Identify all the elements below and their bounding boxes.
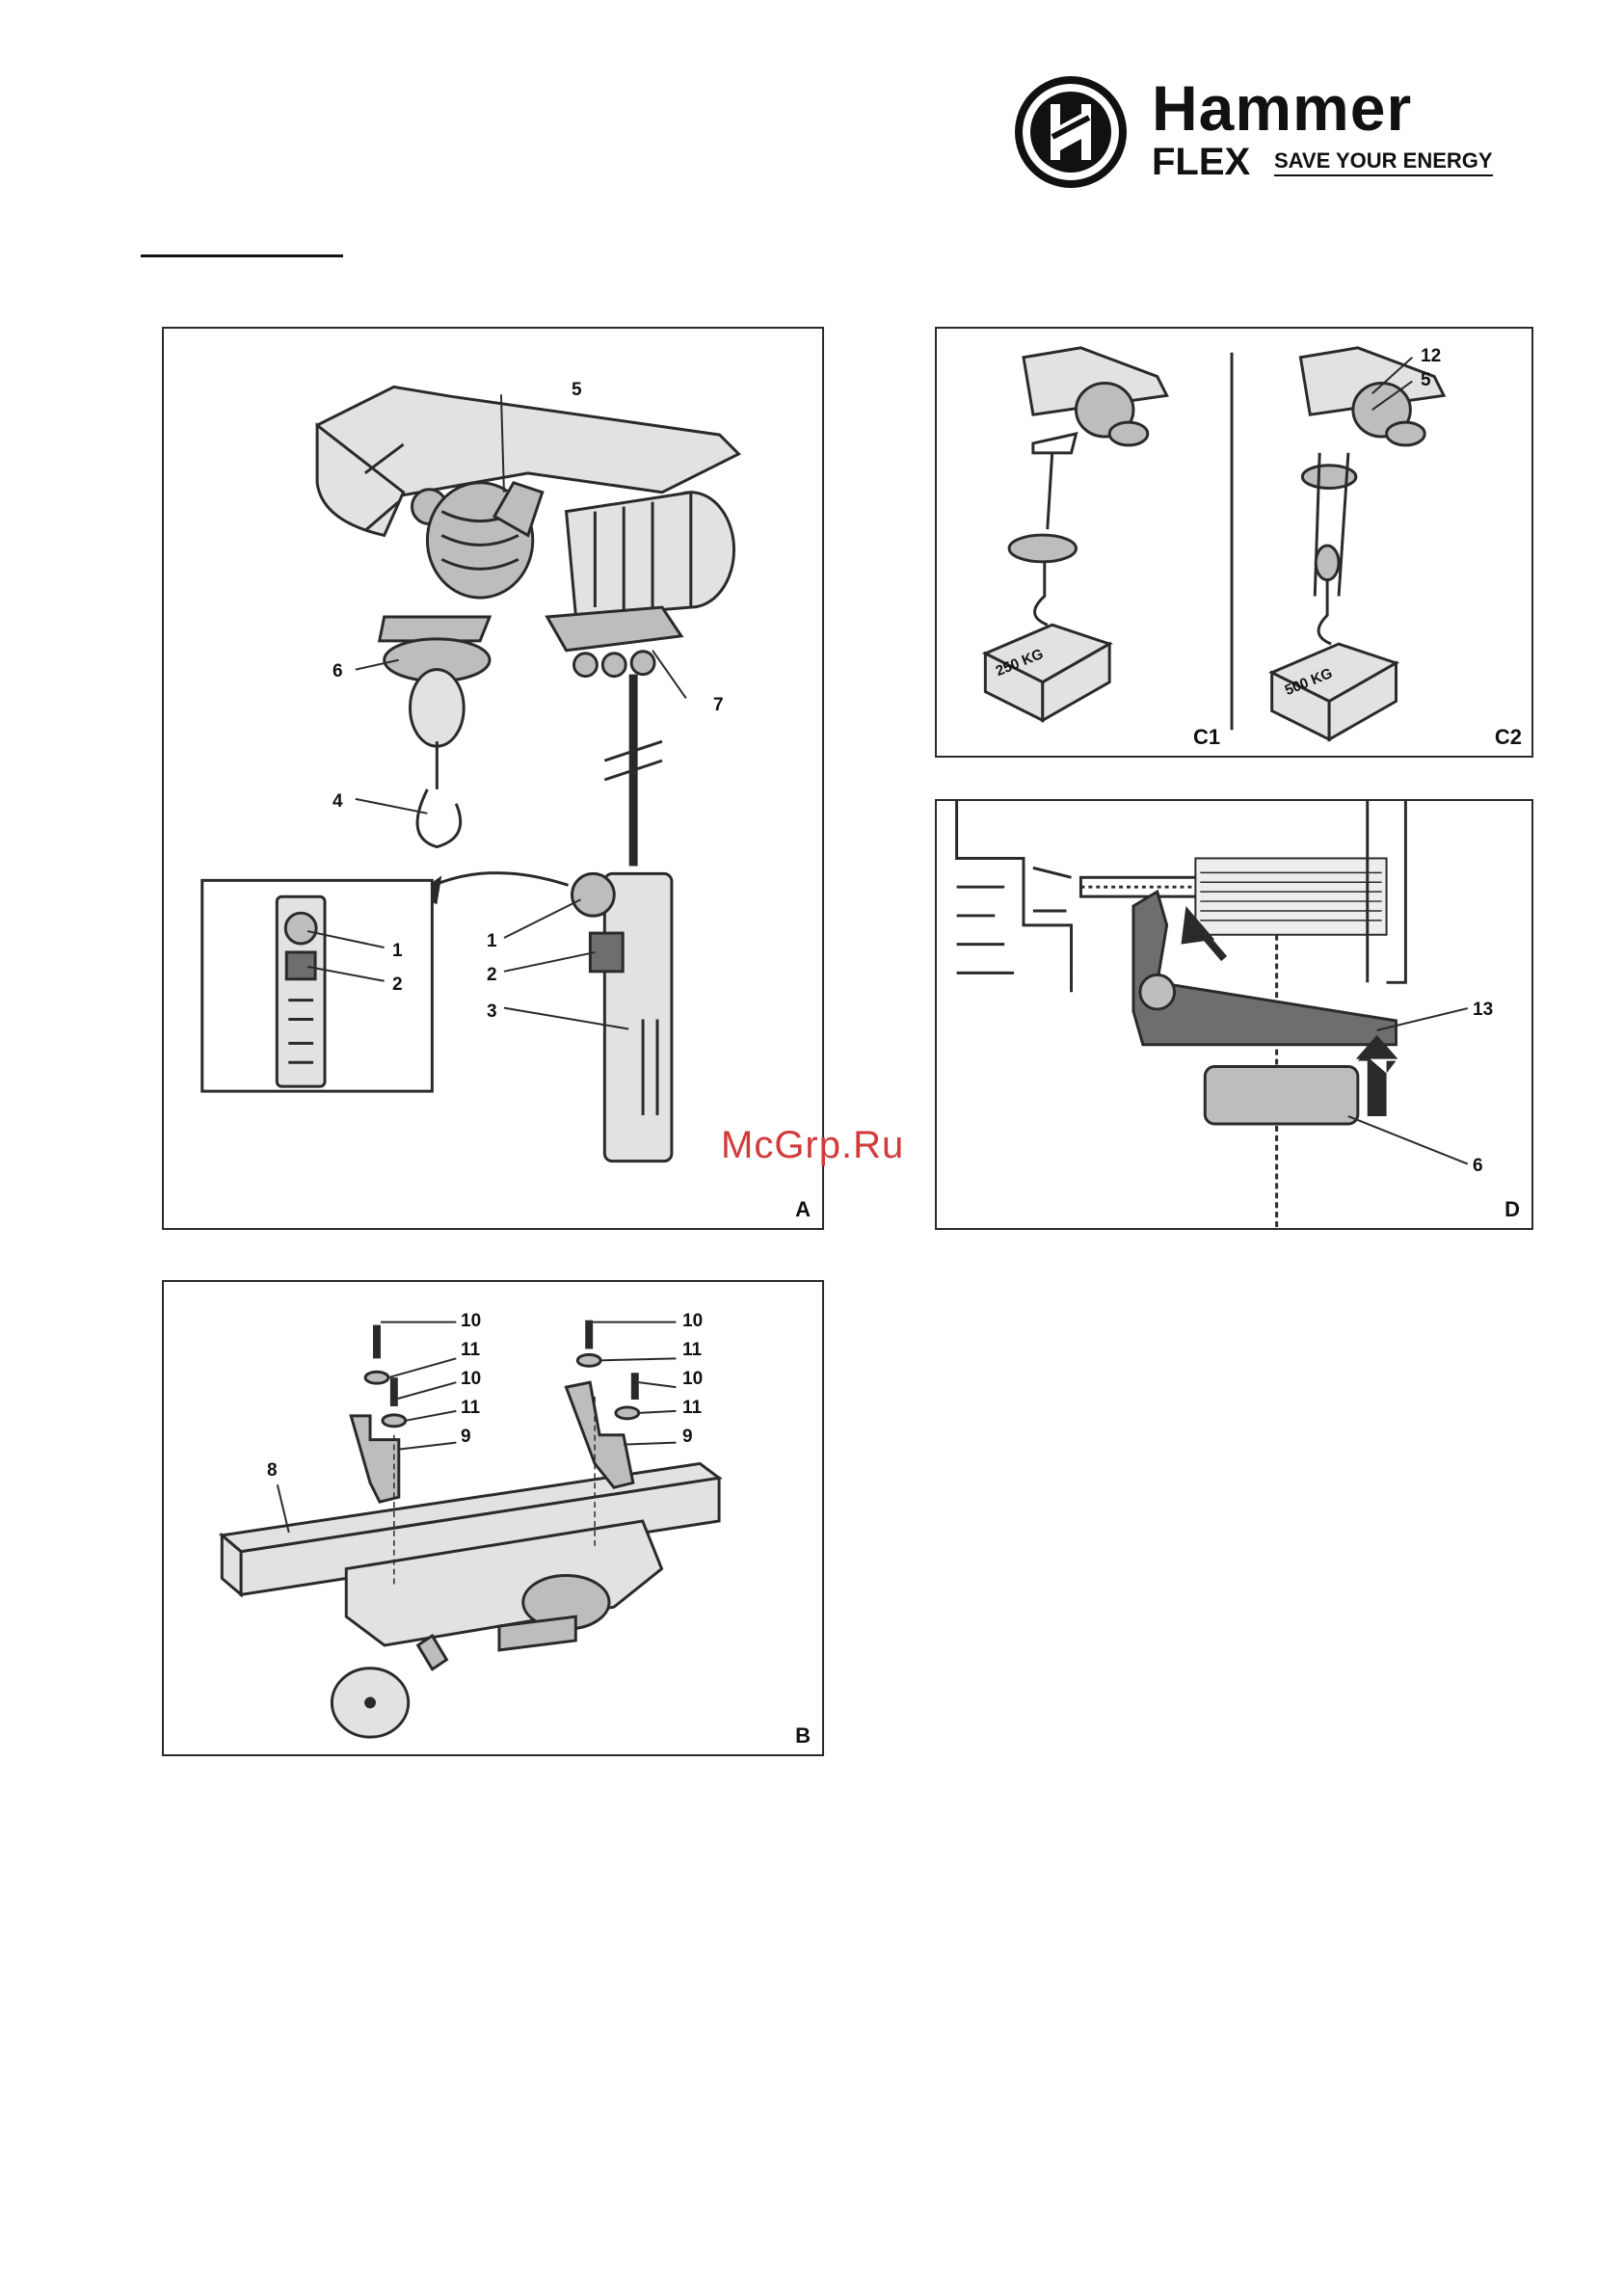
callout-10d: 10 bbox=[682, 1369, 703, 1390]
figure-d-label: D bbox=[1504, 1197, 1520, 1222]
figure-d-panel: 13 6 D bbox=[935, 799, 1533, 1230]
callout-1: 1 bbox=[487, 931, 497, 952]
callout-12: 12 bbox=[1421, 346, 1441, 367]
callout-13: 13 bbox=[1473, 1000, 1493, 1021]
callout-7: 7 bbox=[713, 695, 724, 716]
section-title-rule bbox=[141, 254, 343, 257]
callout-10b: 10 bbox=[461, 1369, 481, 1390]
callout-11c: 11 bbox=[682, 1340, 702, 1361]
logo-slogan: SAVE YOUR ENERGY bbox=[1274, 148, 1493, 176]
figure-c-drawing bbox=[937, 329, 1531, 756]
figure-c1-label: C1 bbox=[1193, 725, 1220, 750]
callout-9b: 9 bbox=[682, 1427, 693, 1448]
callout-11d: 11 bbox=[682, 1398, 702, 1419]
figure-d-drawing bbox=[937, 801, 1531, 1228]
figure-b-drawing bbox=[164, 1282, 822, 1754]
callout-11b: 11 bbox=[461, 1398, 480, 1419]
figure-c-panel: 250 KG 500 KG 12 5 C1 C2 bbox=[935, 327, 1533, 758]
figure-b-label: B bbox=[795, 1723, 811, 1749]
callout-6: 6 bbox=[333, 661, 343, 682]
figure-a-drawing bbox=[164, 329, 822, 1228]
inset-callout-1: 1 bbox=[392, 941, 403, 962]
callout-d-6: 6 bbox=[1473, 1156, 1483, 1177]
callout-3: 3 bbox=[487, 1001, 497, 1023]
inset-callout-2: 2 bbox=[392, 974, 403, 996]
callout-4: 4 bbox=[333, 791, 343, 813]
logo-brand-text: Hammer bbox=[1152, 71, 1412, 145]
callout-10a: 10 bbox=[461, 1311, 481, 1332]
callout-8: 8 bbox=[267, 1460, 278, 1482]
logo-sub-text: FLEX bbox=[1152, 141, 1250, 184]
callout-c-5: 5 bbox=[1421, 370, 1431, 391]
callout-11a: 11 bbox=[461, 1340, 480, 1361]
figure-a-panel: 5 6 7 4 1 2 3 1 2 A bbox=[162, 327, 824, 1230]
figure-c2-label: C2 bbox=[1495, 725, 1522, 750]
callout-10c: 10 bbox=[682, 1311, 703, 1332]
watermark: McGrp.Ru bbox=[721, 1124, 904, 1167]
figure-a-label: A bbox=[795, 1197, 811, 1222]
figure-b-panel: 10 11 10 11 9 10 11 10 11 9 8 B bbox=[162, 1280, 824, 1756]
callout-2: 2 bbox=[487, 965, 497, 986]
hammer-flex-emblem-icon bbox=[1014, 75, 1128, 189]
callout-9a: 9 bbox=[461, 1427, 471, 1448]
callout-5: 5 bbox=[572, 380, 582, 401]
